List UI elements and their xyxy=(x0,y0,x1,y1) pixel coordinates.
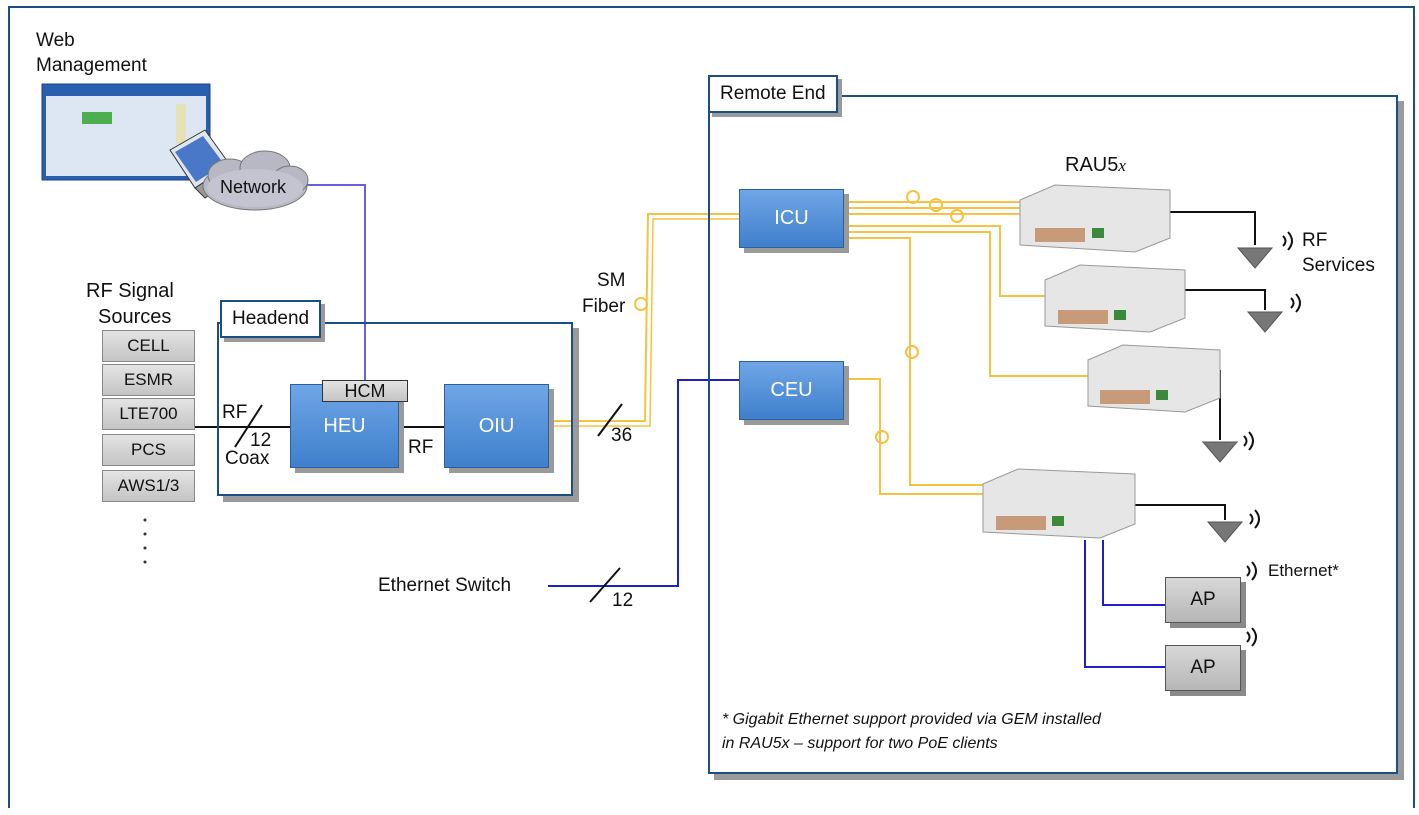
wireless-signal-icon xyxy=(1246,627,1257,647)
web-management-label-1: Web xyxy=(36,30,75,51)
rf-signal-label-2: Sources xyxy=(98,306,172,328)
source-esmr: ESMR xyxy=(102,364,195,396)
oiu-unit: OIU xyxy=(444,384,549,468)
ethernet-star-label: Ethernet* xyxy=(1268,561,1339,580)
rau2-antenna-line xyxy=(1185,289,1266,310)
ceu-unit: CEU xyxy=(739,361,844,420)
rf-services-label-2: Services xyxy=(1302,255,1375,276)
rau4-ap1-line xyxy=(1102,540,1165,606)
rf-left-label: RF xyxy=(222,402,248,423)
icu-rau3-fiber xyxy=(843,231,1090,377)
rau-device-icon xyxy=(1087,344,1221,413)
cloud-icon xyxy=(202,150,309,211)
ceu-rau4-fiber xyxy=(843,378,985,495)
rf-services-label-1: RF xyxy=(1302,230,1328,251)
headend-region xyxy=(217,322,573,496)
source-cell: CELL xyxy=(102,330,195,362)
headend-title: Headend xyxy=(220,300,322,338)
fiber-coil-icon xyxy=(905,345,919,359)
rau-device-icon xyxy=(1044,264,1186,333)
network-label: Network xyxy=(220,177,287,197)
ethernet-slash xyxy=(589,567,621,603)
oiu-icu-fiber-2 xyxy=(548,218,740,427)
antenna-icon xyxy=(1246,293,1301,333)
antenna-icon xyxy=(1236,231,1293,269)
rf-slash xyxy=(234,404,263,448)
antenna-icon xyxy=(1206,509,1260,543)
outer-frame xyxy=(8,6,1415,808)
rf-signal-label-1: RF Signal xyxy=(86,280,174,302)
coax-label: Coax xyxy=(225,448,270,469)
oiu-icu-fiber xyxy=(548,213,740,422)
antenna-icon xyxy=(1201,431,1254,463)
rau1-antenna-line xyxy=(1170,211,1256,245)
icu-unit: ICU xyxy=(739,189,844,248)
fiber-coil-icon xyxy=(950,209,964,223)
wireless-signal-icon xyxy=(1246,561,1257,581)
network-link xyxy=(300,184,366,385)
source-pcs: PCS xyxy=(102,434,195,466)
fiber-coil-icon xyxy=(875,430,889,444)
web-management-label-2: Management xyxy=(36,55,147,76)
icu-rau2-fiber xyxy=(843,225,1050,297)
rau-device-icon xyxy=(982,468,1136,539)
fiber-label: Fiber xyxy=(582,296,626,317)
source-aws: AWS1/3 xyxy=(102,470,195,502)
twelve-left-label: 12 xyxy=(250,430,272,451)
footnote-line-1: * Gigabit Ethernet support provided via … xyxy=(722,711,1101,728)
icu-rau4-fiber xyxy=(843,237,985,486)
hcm-module: HCM xyxy=(322,380,408,402)
fiber-coil-icon xyxy=(634,297,648,311)
rf-mid-label: RF xyxy=(408,437,434,458)
thirty-six-label: 36 xyxy=(611,425,633,446)
twelve-bottom-label: 12 xyxy=(612,590,634,611)
ap-unit-2: AP xyxy=(1165,645,1241,691)
rau-label: RAU5x xyxy=(1065,154,1126,177)
rau4-ap2-line xyxy=(1084,540,1165,668)
fiber-slash xyxy=(597,403,623,437)
rau-label-suffix: x xyxy=(1118,156,1126,175)
source-lte700: LTE700 xyxy=(102,398,195,430)
fiber-coil-icon xyxy=(906,190,920,204)
fiber-coil-icon xyxy=(929,198,943,212)
remote-end-title: Remote End xyxy=(708,75,838,113)
sm-label: SM xyxy=(597,270,626,291)
rau-device-icon xyxy=(1019,184,1171,253)
rau4-antenna-line xyxy=(1135,504,1226,520)
ap-unit-1: AP xyxy=(1165,577,1241,623)
more-sources-dots xyxy=(143,518,147,564)
footnote-line-2: in RAU5x – support for two PoE clients xyxy=(722,735,998,752)
rau-label-text: RAU5 xyxy=(1065,154,1119,176)
ethernet-switch-label: Ethernet Switch xyxy=(378,575,512,596)
remote-end-region xyxy=(708,95,1398,774)
